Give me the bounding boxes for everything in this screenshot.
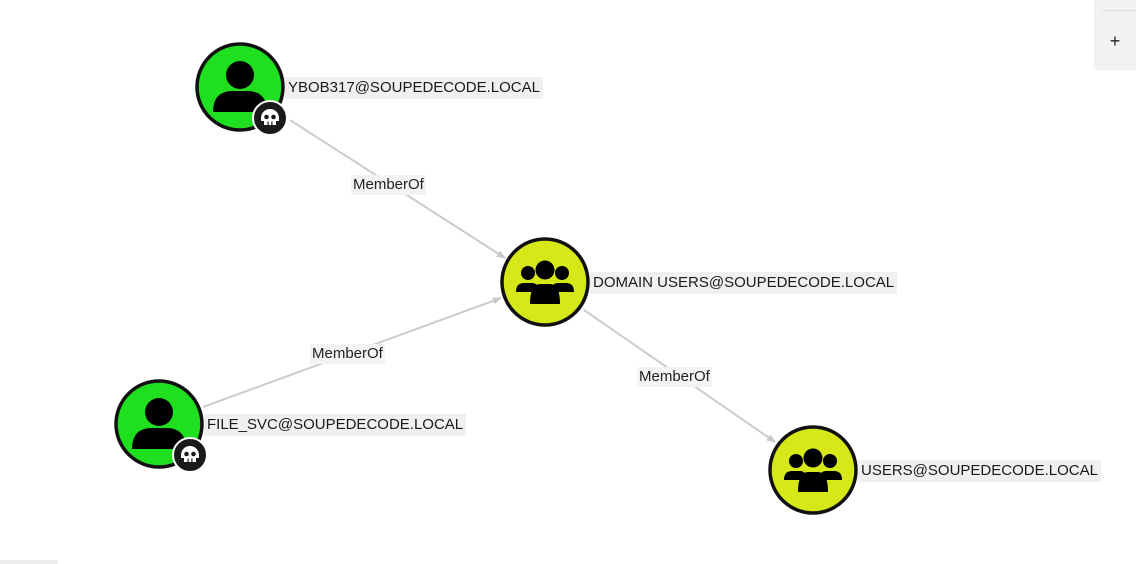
node-label-users[interactable]: USERS@SOUPEDECODE.LOCAL bbox=[858, 460, 1101, 482]
edge-label-memberof: MemberOf bbox=[351, 175, 426, 195]
node-file-svc[interactable] bbox=[114, 379, 208, 473]
edge-label-memberof: MemberOf bbox=[637, 367, 712, 387]
node-ybob317[interactable] bbox=[195, 42, 288, 136]
zoom-controls: + bbox=[1094, 0, 1136, 70]
group-icon bbox=[516, 260, 574, 304]
bottom-left-panel-edge bbox=[0, 560, 58, 564]
skull-icon bbox=[172, 437, 208, 473]
zoom-panel-divider bbox=[1102, 10, 1136, 11]
skull-icon bbox=[252, 100, 288, 136]
node-label-domain-users[interactable]: DOMAIN USERS@SOUPEDECODE.LOCAL bbox=[590, 272, 898, 294]
node-label-file-svc[interactable]: FILE_SVC@SOUPEDECODE.LOCAL bbox=[204, 414, 467, 436]
group-icon bbox=[784, 448, 842, 492]
user-icon bbox=[213, 61, 267, 112]
node-users[interactable] bbox=[768, 425, 858, 515]
zoom-in-button[interactable]: + bbox=[1109, 31, 1121, 51]
node-domain-users[interactable] bbox=[500, 237, 590, 327]
user-icon bbox=[132, 398, 186, 449]
edge-label-memberof: MemberOf bbox=[310, 344, 385, 364]
node-label-ybob317[interactable]: YBOB317@SOUPEDECODE.LOCAL bbox=[285, 77, 543, 99]
